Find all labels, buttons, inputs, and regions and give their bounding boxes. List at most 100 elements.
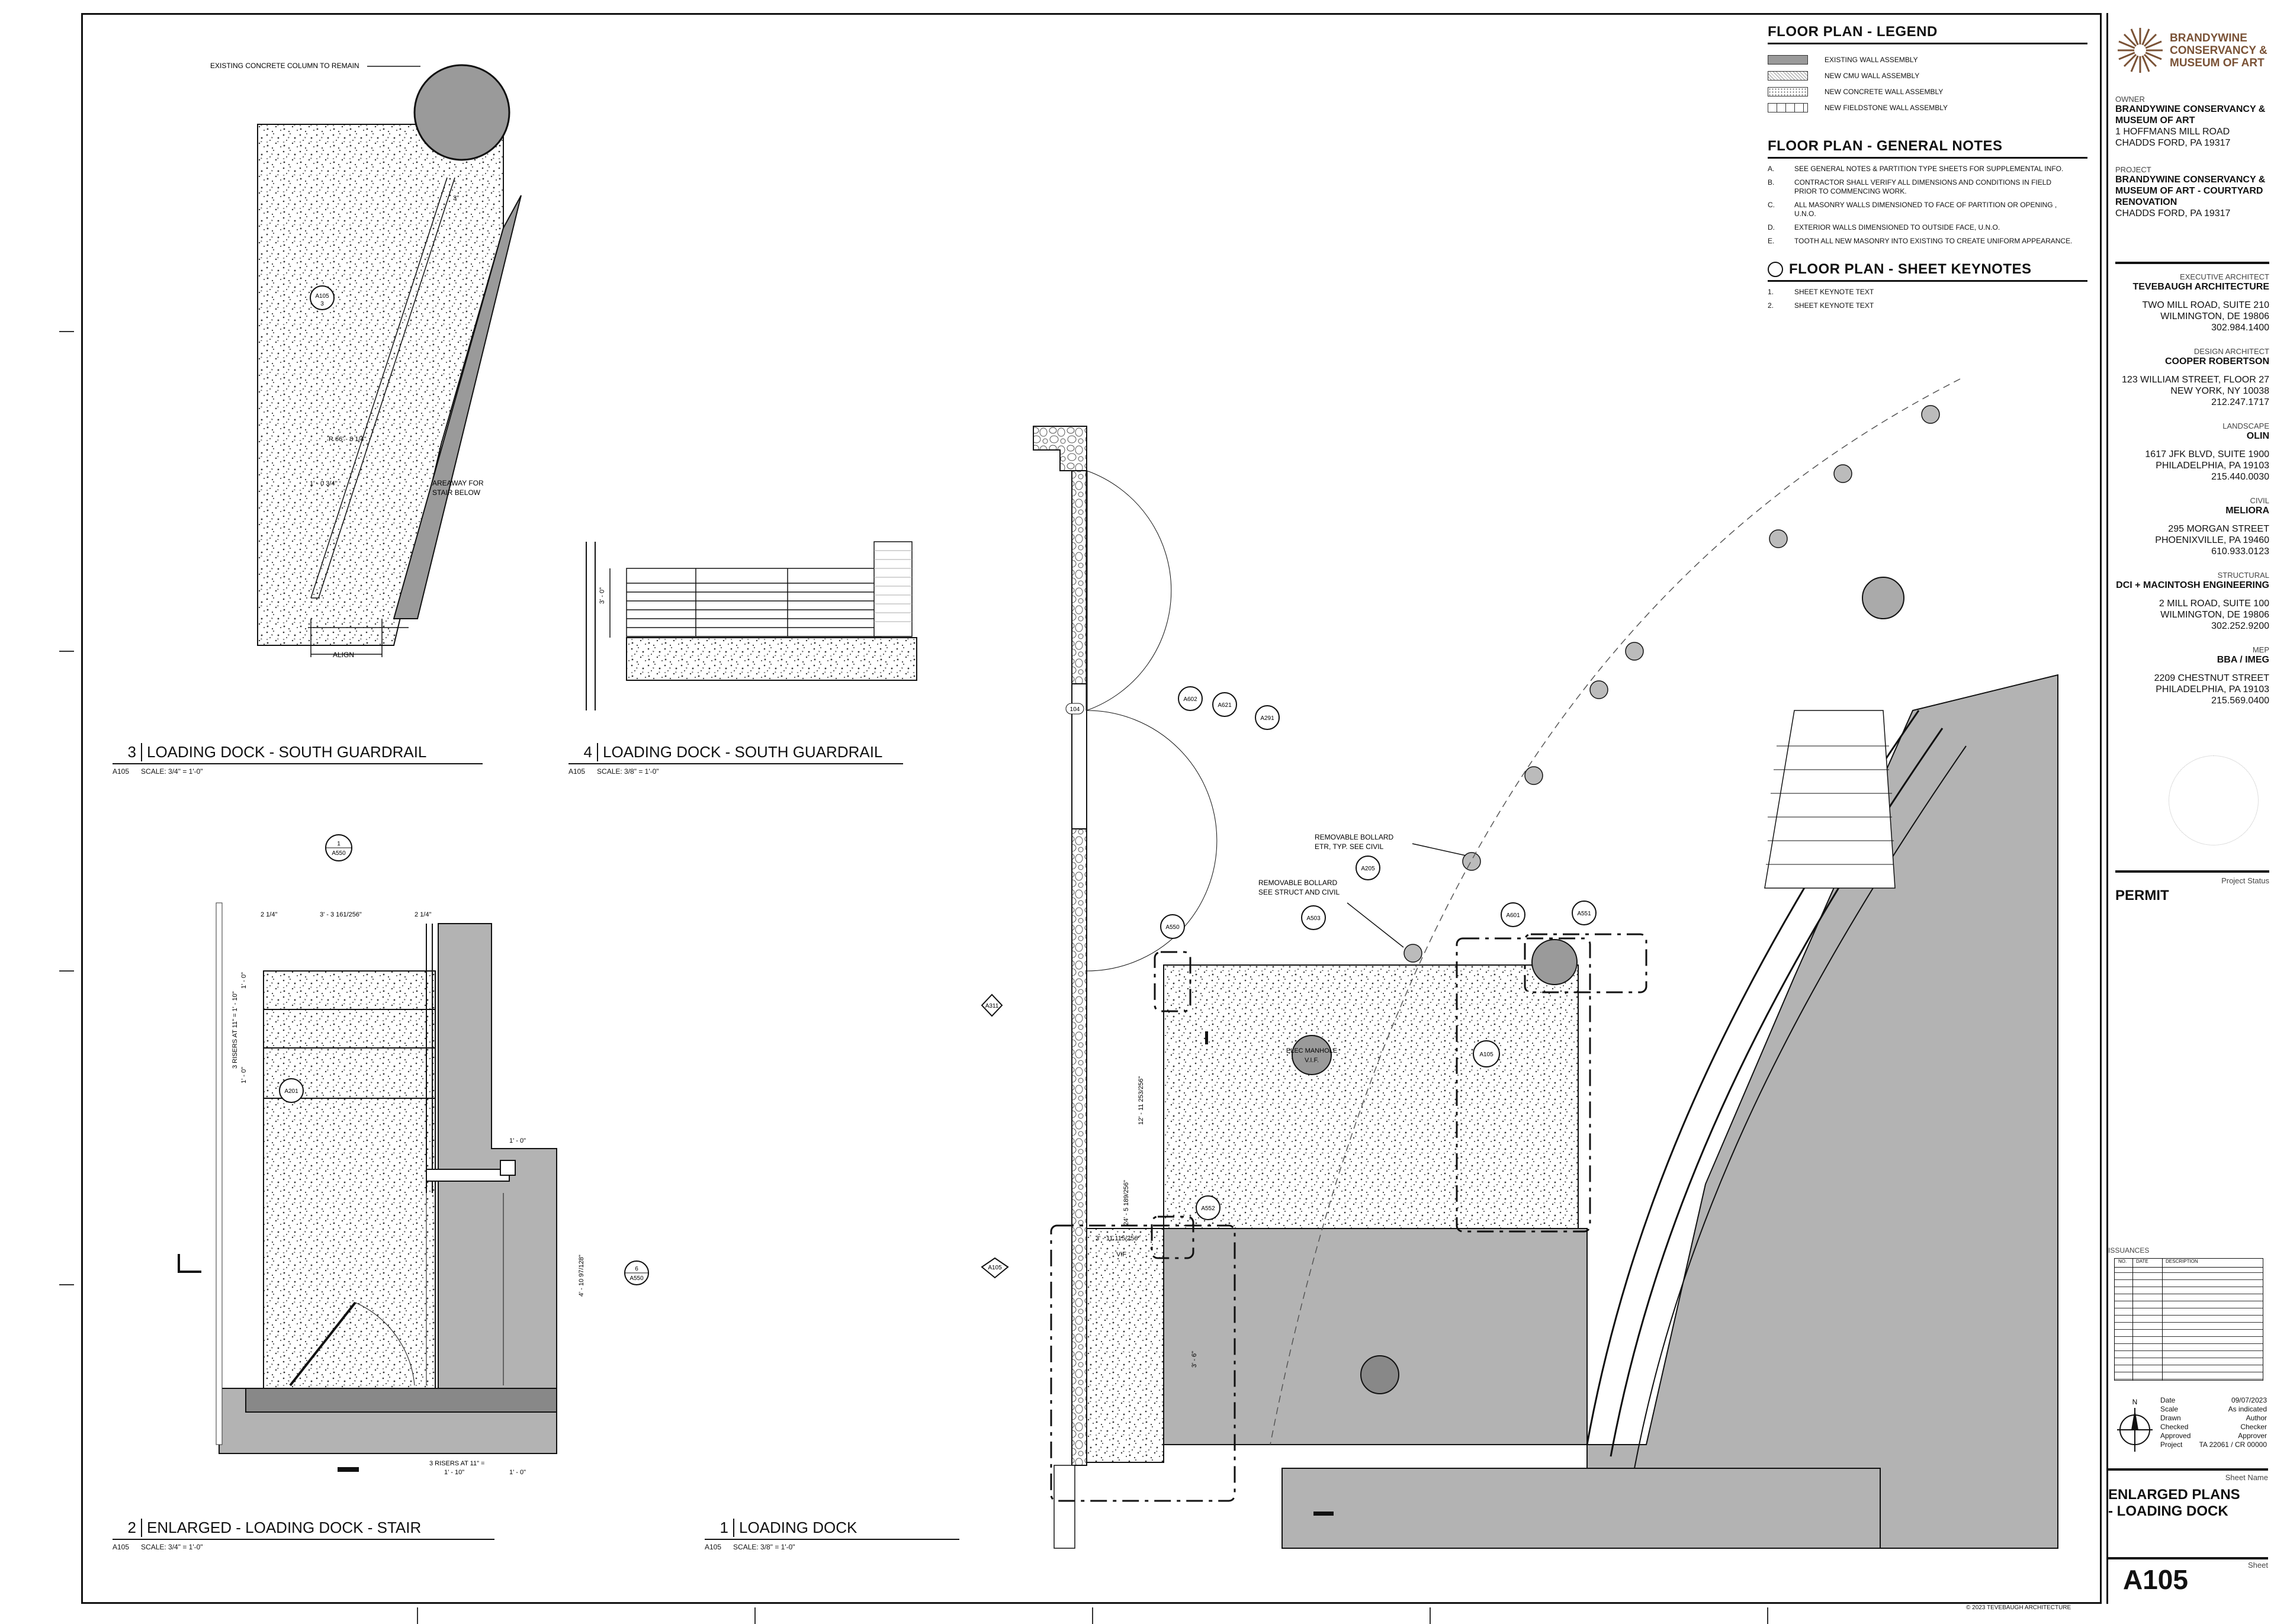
dim-1-0-c: 1' - 0" bbox=[509, 1137, 526, 1144]
keynote-key: 2. bbox=[1768, 301, 1774, 310]
issuances-table: NO. DATE DESCRIPTION bbox=[2114, 1258, 2263, 1381]
consultant-line: 2 MILL ROAD, SUITE 100 bbox=[2159, 599, 2269, 609]
project-label: PROJECT bbox=[2115, 165, 2151, 174]
tag-a105-sec: A105 bbox=[981, 1257, 1009, 1279]
consultant-line: 610.933.0123 bbox=[2211, 546, 2269, 557]
consultant-line: 215.440.0030 bbox=[2211, 472, 2269, 482]
logo: BRANDYWINE CONSERVANCY & MUSEUM OF ART bbox=[2115, 18, 2269, 83]
dim-3-0: 3' - 0" bbox=[599, 587, 606, 604]
view-number: 3 bbox=[113, 743, 142, 761]
bollard-note-2b: SEE STRUCT AND CIVIL bbox=[1258, 888, 1340, 896]
note-key: C. bbox=[1768, 201, 1775, 209]
tag-text: A602 bbox=[1183, 696, 1197, 703]
iss-col-no: NO. bbox=[2118, 1259, 2127, 1264]
consultant-line: 215.569.0400 bbox=[2211, 696, 2269, 706]
consultant-line: NEW YORK, NY 10038 bbox=[2170, 386, 2269, 396]
consultant-line: 212.247.1717 bbox=[2211, 397, 2269, 407]
keynote-row: 1.SHEET KEYNOTE TEXT bbox=[1768, 288, 2087, 297]
dim-3-6: 3' - 6" bbox=[1191, 1351, 1198, 1368]
room-104: 104 bbox=[1070, 706, 1080, 713]
risers-dim-b-1: 3 RISERS AT 11" = bbox=[429, 1460, 484, 1467]
fieldstone-wall-swatch bbox=[1768, 102, 1808, 112]
tag-text: A311 bbox=[985, 1003, 999, 1009]
tag-num: 6 bbox=[635, 1266, 638, 1272]
consultant-role: STRUCTURAL bbox=[2217, 571, 2269, 580]
note-text: TOOTH ALL NEW MASONRY INTO EXISTING TO C… bbox=[1794, 237, 2073, 245]
consultant-line: WILMINGTON, DE 19806 bbox=[2160, 311, 2269, 321]
existing-wall-curve bbox=[393, 195, 522, 619]
note-text: ALL MASONRY WALLS DIMENSIONED TO FACE OF… bbox=[1794, 201, 2057, 218]
consultant-line: 295 MORGAN STREET bbox=[2168, 524, 2269, 534]
tag-a621: A621 bbox=[1212, 692, 1237, 717]
tag-num: 3 bbox=[320, 301, 324, 307]
tag-text: A550 bbox=[629, 1275, 644, 1282]
align-note: ALIGN bbox=[333, 651, 354, 659]
issuances-label: ISSUANCES bbox=[2108, 1246, 2150, 1255]
info-key: Date bbox=[2160, 1396, 2176, 1404]
consultant-line: TWO MILL ROAD, SUITE 210 bbox=[2142, 300, 2269, 310]
column-circle bbox=[1531, 939, 1578, 985]
consultant-line: 302.252.9200 bbox=[2211, 621, 2269, 631]
consultant-line: PHOENIXVILLE, PA 19460 bbox=[2155, 535, 2269, 545]
dim-top-width: 3' - 3 161/256" bbox=[320, 911, 362, 918]
iss-col-date: DATE bbox=[2136, 1259, 2148, 1264]
view-scale: SCALE: 3/4" = 1'-0" bbox=[141, 1543, 203, 1551]
keynotes-list: 1.SHEET KEYNOTE TEXT 2.SHEET KEYNOTE TEX… bbox=[1768, 288, 2087, 310]
tag-text: A551 bbox=[1577, 911, 1591, 917]
view-name: LOADING DOCK - SOUTH GUARDRAIL bbox=[147, 743, 427, 761]
project-name: BRANDYWINE CONSERVANCY & MUSEUM OF ART -… bbox=[2115, 175, 2266, 207]
consultant-name: OLIN bbox=[2246, 431, 2269, 441]
consultant-block: CIVIL MELIORA 295 MORGAN STREET PHOENIXV… bbox=[2115, 496, 2269, 571]
sheet-name-block: Sheet Name ENLARGED PLANS - LOADING DOCK bbox=[2108, 1468, 2268, 1520]
consultant-line: 2209 CHESTNUT STREET bbox=[2154, 673, 2269, 683]
logo-line2: CONSERVANCY & bbox=[2170, 44, 2267, 57]
large-bollard bbox=[1862, 577, 1904, 619]
owner-address-2: CHADDS FORD, PA 19317 bbox=[2115, 138, 2231, 148]
consultant-role: EXECUTIVE ARCHITECT bbox=[2180, 272, 2269, 281]
view-sheet: A105 bbox=[113, 767, 130, 776]
consultant-line: 1617 JFK BLVD, SUITE 1900 bbox=[2145, 449, 2269, 459]
note-key: D. bbox=[1768, 223, 1775, 231]
owner-address-1: 1 HOFFMANS MILL ROAD bbox=[2115, 127, 2230, 137]
tag-text: A621 bbox=[1218, 702, 1232, 709]
keynote-key: 1. bbox=[1768, 288, 1774, 296]
consultant-divider bbox=[2115, 262, 2269, 264]
tag-num: 1 bbox=[337, 841, 341, 847]
note-row: C. ALL MASONRY WALLS DIMENSIONED TO FACE … bbox=[1768, 201, 2076, 218]
info-key: Drawn bbox=[2160, 1414, 2181, 1422]
info-value: As indicated bbox=[2228, 1405, 2267, 1413]
legend-title: FLOOR PLAN - LEGEND bbox=[1768, 24, 2087, 44]
tag-text: A550 bbox=[1165, 924, 1180, 931]
tag-text: A105 bbox=[315, 293, 329, 300]
seal-placeholder bbox=[2169, 755, 2259, 845]
view-number: 4 bbox=[568, 743, 598, 761]
tag-a205: A205 bbox=[1356, 856, 1380, 880]
tag-a601: A601 bbox=[1501, 902, 1525, 927]
consultant-block: EXECUTIVE ARCHITECT TEVEBAUGH ARCHITECTU… bbox=[2115, 272, 2269, 347]
vif-note: VIF bbox=[1116, 1251, 1126, 1258]
bollard-note-1a: REMOVABLE BOLLARD bbox=[1315, 833, 1393, 841]
dim-24-5: 24' - 5 189/256" bbox=[1123, 1180, 1130, 1226]
note-key: A. bbox=[1768, 165, 1775, 173]
north-label: N bbox=[2132, 1398, 2138, 1406]
view-4-drawing: 3' - 0" bbox=[586, 541, 917, 710]
tag-a602: A602 bbox=[1178, 686, 1203, 711]
consultant-name: TEVEBAUGH ARCHITECTURE bbox=[2132, 282, 2269, 292]
sheet-name-label: Sheet Name bbox=[2225, 1473, 2268, 1482]
tag-a311: A311 bbox=[981, 993, 1003, 1017]
owner-name: BRANDYWINE CONSERVANCY & MUSEUM OF ART bbox=[2115, 104, 2266, 126]
tag-text: A552 bbox=[1201, 1205, 1215, 1212]
sheet-number-block: Sheet A105 bbox=[2108, 1557, 2268, 1593]
view-scale: SCALE: 3/8" = 1'-0" bbox=[733, 1543, 795, 1551]
consultants-list: EXECUTIVE ARCHITECT TEVEBAUGH ARCHITECTU… bbox=[2115, 272, 2269, 720]
dim-1-0-d: 1' - 0" bbox=[509, 1469, 526, 1476]
sheet-number: A105 bbox=[2123, 1564, 2188, 1595]
consultant-line: 123 WILLIAM STREET, FLOOR 27 bbox=[2122, 375, 2269, 385]
logo-line3: MUSEUM OF ART bbox=[2170, 56, 2265, 69]
legend-item-label: NEW CMU WALL ASSEMBLY bbox=[1825, 71, 1920, 80]
view-number: 2 bbox=[113, 1519, 142, 1537]
tag-text: A601 bbox=[1506, 912, 1520, 919]
